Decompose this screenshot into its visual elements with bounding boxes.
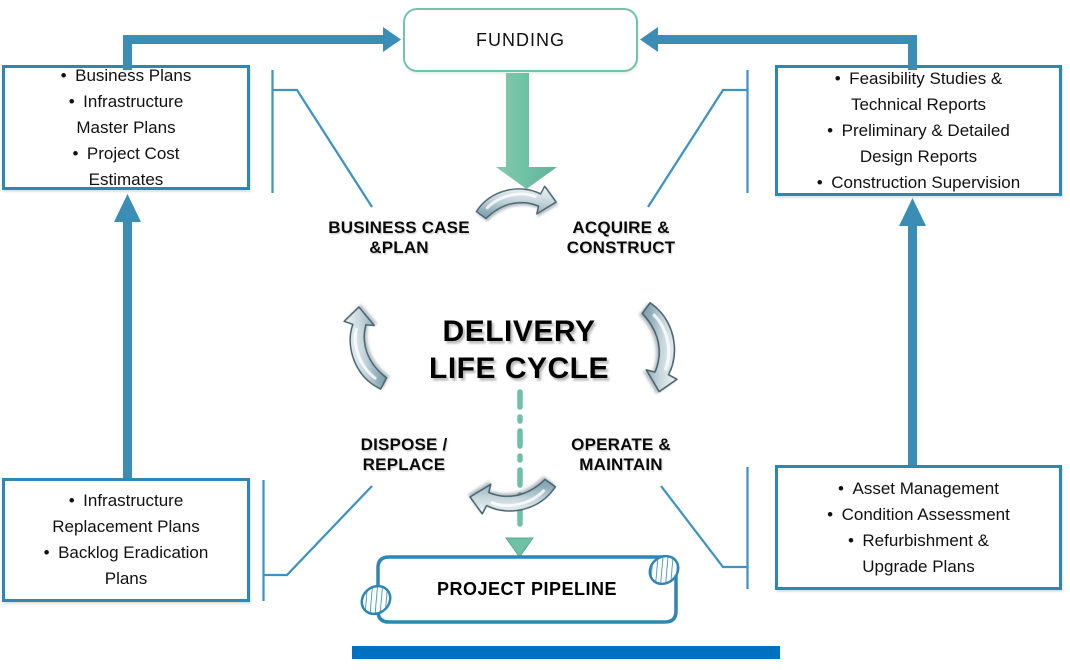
phase-acquire-construct: ACQUIRE & CONSTRUCT bbox=[566, 218, 676, 257]
elbow-arrow-right-to-funding bbox=[640, 27, 917, 70]
replacement-outputs-box: • Infrastructure Replacement Plans • Back… bbox=[2, 478, 250, 602]
diagram-title: DELIVERY LIFE CYCLE bbox=[428, 315, 610, 385]
bullet-item: • Business Plans bbox=[60, 65, 192, 85]
cycle-arrow-bottom bbox=[467, 473, 558, 520]
design-outputs-box: • Feasibility Studies & Technical Report… bbox=[775, 65, 1062, 196]
cycle-arrow-right bbox=[635, 300, 684, 395]
bullet-item: • Asset Management bbox=[838, 478, 999, 498]
upward-arrow-left bbox=[114, 194, 141, 478]
bullet-item: • Construction Supervision bbox=[816, 172, 1021, 192]
planning-outputs-box: • Business Plans • Infrastructure Master … bbox=[2, 65, 250, 190]
callout-bracket-bottom-left bbox=[262, 480, 373, 601]
phase-operate-maintain: OPERATE & MAINTAIN bbox=[571, 435, 671, 474]
funding-box: FUNDING bbox=[403, 8, 638, 72]
bullet-item: • Backlog Eradication Plans bbox=[43, 543, 209, 588]
bullet-item: • Refurbishment & Upgrade Plans bbox=[847, 530, 990, 576]
project-pipeline-label: PROJECT PIPELINE bbox=[436, 578, 618, 599]
cycle-arrow-top bbox=[474, 181, 559, 224]
callout-bracket-top-right bbox=[647, 70, 749, 208]
bullet-item: • Infrastructure Replacement Plans bbox=[52, 491, 200, 536]
bullet-item: • Preliminary & Detailed Design Reports bbox=[827, 120, 1010, 166]
bullet-item: • Infrastructure Master Plans bbox=[68, 91, 184, 137]
callout-bracket-top-left bbox=[271, 70, 373, 208]
phase-business-case-plan: BUSINESS CASE &PLAN bbox=[328, 218, 470, 257]
dashed-connector-arrowhead bbox=[505, 537, 534, 558]
bullet-item: • Condition Assessment bbox=[827, 504, 1010, 524]
phase-dispose-replace: DISPOSE / REPLACE bbox=[360, 435, 448, 474]
funding-label: FUNDING bbox=[476, 29, 565, 50]
bottom-accent-bar bbox=[352, 646, 780, 659]
cycle-arrow-left bbox=[341, 303, 389, 394]
upward-arrow-right bbox=[899, 198, 926, 465]
maintenance-outputs-box: • Asset Management • Condition Assessment… bbox=[775, 465, 1062, 590]
bullet-item: • Feasibility Studies & Technical Report… bbox=[834, 68, 1003, 114]
funding-down-arrow bbox=[496, 73, 557, 189]
bullet-item: • Project Cost Estimates bbox=[72, 143, 180, 189]
